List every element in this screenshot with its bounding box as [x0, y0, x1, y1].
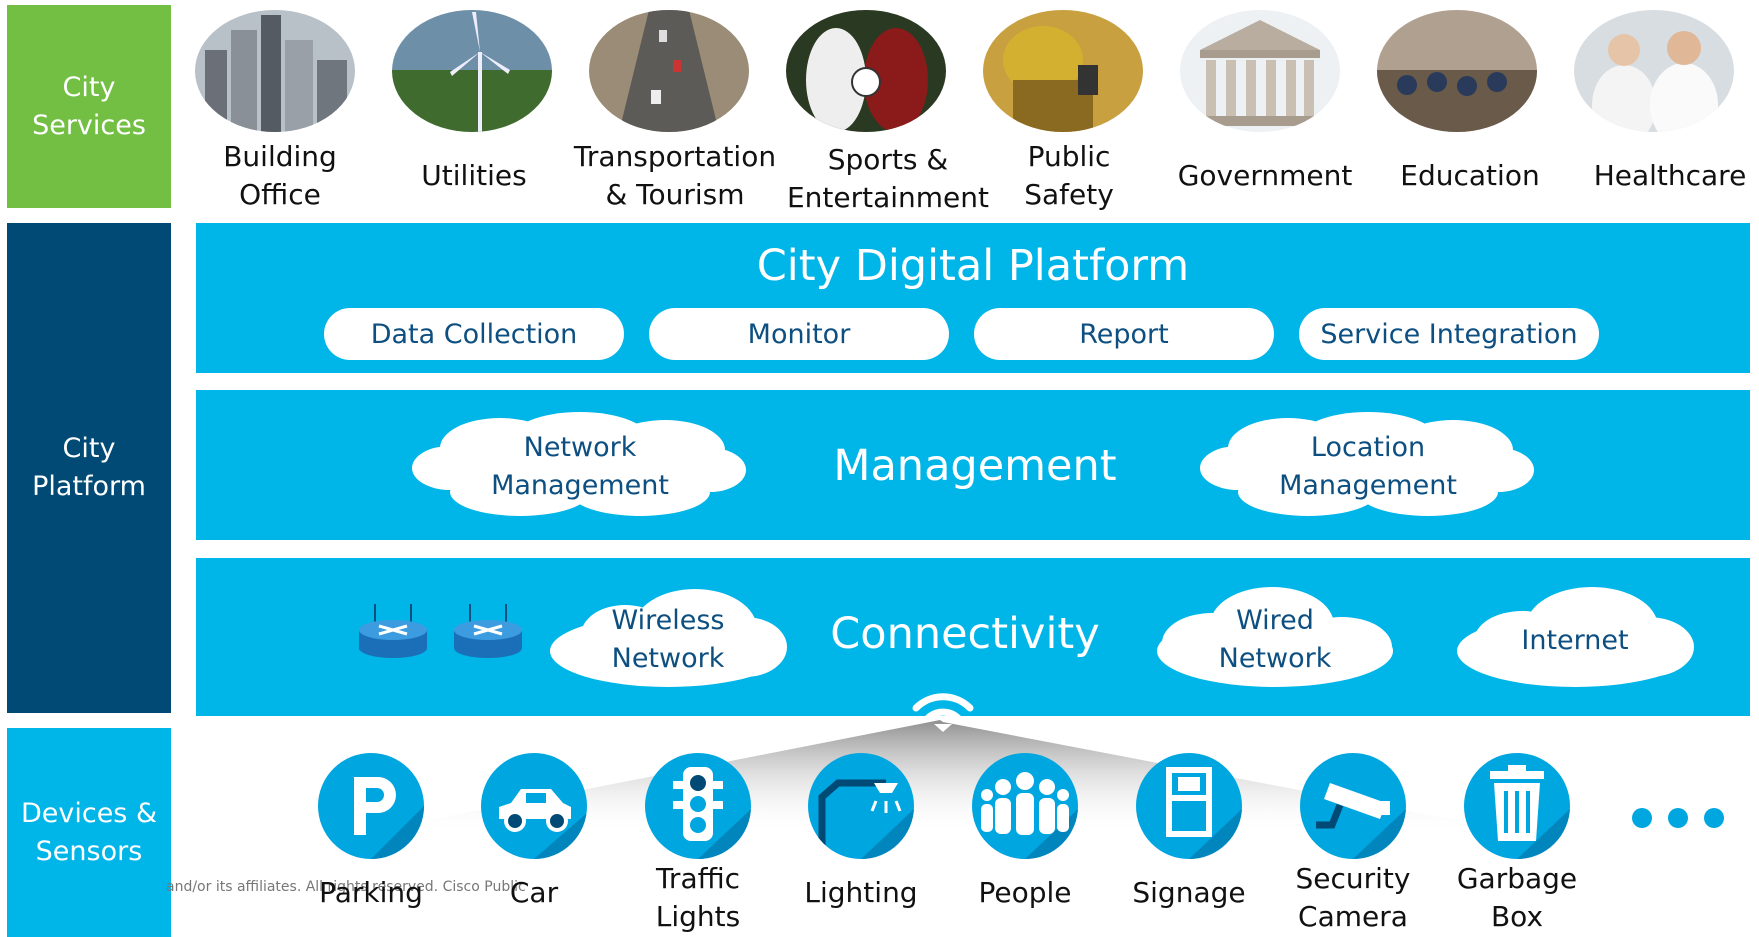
connectivity-title: Connectivity — [830, 609, 1100, 659]
side-label-devices-sensors: Devices & Sensors — [7, 728, 171, 937]
signage-icon — [1136, 753, 1242, 859]
garbage-bin-icon — [1464, 753, 1570, 859]
device-label-lighting: Lighting — [804, 876, 918, 909]
side-label-line: Devices & — [20, 797, 158, 829]
service-label-sports: Sports &Entertainment — [786, 143, 990, 214]
side-label-line: City — [62, 71, 116, 103]
internet-cloud — [1457, 587, 1694, 687]
service-label-transportation: Transportation& Tourism — [573, 140, 777, 211]
data-collection-pill: Data Collection — [324, 308, 624, 360]
side-label-city-platform: City Platform — [7, 223, 171, 713]
classroom-photo — [1377, 10, 1537, 132]
buildings-photo — [195, 10, 355, 132]
courthouse-photo — [1180, 10, 1340, 132]
internet-label: Internet — [1521, 625, 1629, 656]
copyright-text: and/or its affiliates. All rights reserv… — [166, 879, 526, 895]
router-icon — [359, 604, 427, 658]
people-icon — [972, 753, 1078, 859]
device-label-parking: Parking — [319, 876, 423, 909]
parking-icon — [318, 753, 424, 859]
management-title: Management — [833, 441, 1117, 491]
network-management-cloud — [412, 412, 746, 516]
monitor-pill: Monitor — [649, 308, 949, 360]
traffic-light-icon — [645, 753, 751, 859]
service-integration-pill: Service Integration — [1299, 308, 1599, 360]
service-label-utilities: Utilities — [421, 159, 527, 192]
side-label-line: Services — [32, 109, 146, 141]
location-management-cloud — [1200, 412, 1534, 516]
report-pill: Report — [974, 308, 1274, 360]
device-label-people: People — [978, 876, 1072, 909]
device-label-signage: Signage — [1132, 876, 1246, 909]
router-icon — [454, 604, 522, 658]
security-camera-icon — [1300, 753, 1406, 859]
street-traffic-photo — [589, 10, 749, 132]
service-label-education: Education — [1400, 159, 1540, 192]
street-lamp-icon — [808, 753, 914, 859]
more-dots-icon — [1632, 808, 1724, 828]
service-label-healthcare: Healthcare — [1593, 159, 1747, 192]
wifi-icon — [912, 693, 974, 732]
soccer-photo — [786, 10, 946, 132]
side-label-line: City — [62, 433, 116, 464]
side-label-city-services: City Services — [7, 5, 171, 208]
doctors-photo — [1574, 10, 1734, 132]
car-icon — [481, 753, 587, 859]
side-label-line: Platform — [32, 471, 146, 502]
wireless-network-cloud — [550, 589, 787, 687]
service-label-government: Government — [1177, 159, 1353, 192]
city-digital-platform-title: City Digital Platform — [756, 241, 1190, 291]
firefighter-photo — [983, 10, 1143, 132]
device-label-car: Car — [509, 876, 559, 909]
side-label-line: Sensors — [35, 835, 143, 867]
wired-network-cloud — [1157, 587, 1393, 687]
